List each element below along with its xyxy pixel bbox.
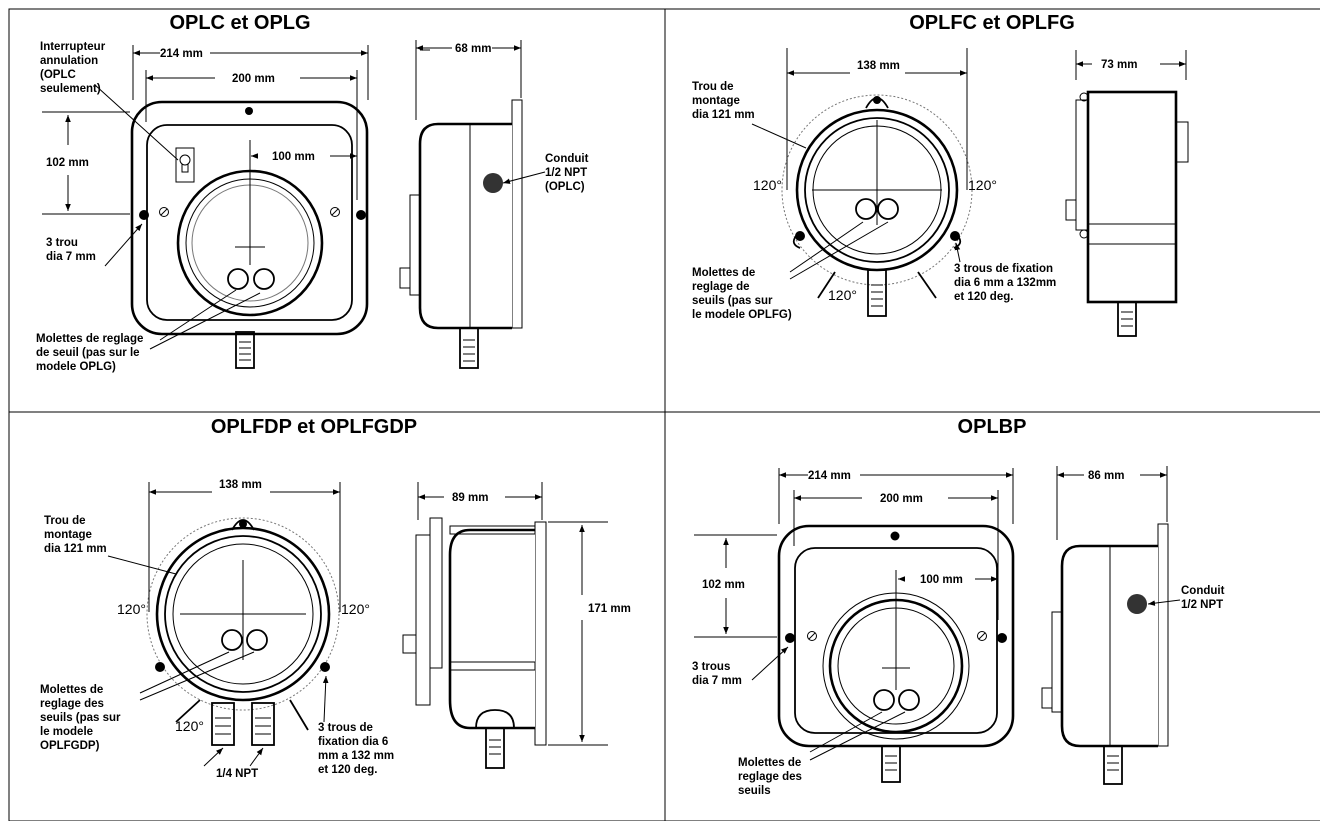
oplfc-front-view	[781, 94, 973, 317]
oplc-callouts: Interrupteur annulation (OPLC seulement)…	[36, 41, 592, 373]
oplc-dim-102: 102 mm	[46, 157, 89, 169]
oplfdp-npt-label: 1/4 NPT	[216, 768, 258, 780]
panel-grid	[8, 8, 1320, 821]
oplfc-dim-138: 138 mm	[857, 60, 900, 72]
oplfdp-front-view	[146, 517, 340, 746]
oplbp-callouts: Conduit 1/2 NPT 3 trous dia 7 mm Molette…	[692, 585, 1228, 797]
oplfdp-mount-label: Trou de montage dia 121 mm	[44, 515, 107, 555]
oplbp-dimensions: 214 mm 200 mm 102 mm 100 mm 86 mm	[694, 466, 1168, 638]
oplfdp-dim-171: 171 mm	[588, 603, 631, 615]
oplfc-dimensions: 138 mm 73 mm 120° 120° 120°	[753, 48, 1187, 303]
oplfc-angle-left: 120°	[753, 177, 782, 193]
oplc-front-view	[130, 100, 369, 369]
oplfdp-dimensions: 138 mm 89 mm 171 mm 120° 120° 120°	[117, 479, 631, 746]
oplbp-hole-label: 3 trous dia 7 mm	[692, 661, 742, 687]
oplfc-mount-label: Trou de montage dia 121 mm	[692, 81, 755, 121]
oplbp-dim-86: 86 mm	[1088, 470, 1124, 482]
oplfdp-dim-89: 89 mm	[452, 492, 488, 504]
oplfdp-dim-138: 138 mm	[219, 479, 262, 491]
oplc-dim-68: 68 mm	[455, 43, 491, 55]
oplfc-callouts: Trou de montage dia 121 mm Molettes de r…	[692, 81, 1059, 321]
oplfc-angle-right: 120°	[968, 177, 997, 193]
oplfdp-side-view	[402, 517, 547, 769]
oplc-dim-214: 214 mm	[160, 48, 203, 60]
oplfdp-angle-left: 120°	[117, 601, 146, 617]
panel-oplc: OPLC et OPLG	[36, 12, 592, 373]
oplbp-knob-label: Molettes de reglage des seuils	[738, 757, 805, 797]
oplbp-dim-200: 200 mm	[880, 493, 923, 505]
oplfdp-angle-bottom: 120°	[175, 718, 204, 734]
panel-oplbp-title: OPLBP	[958, 416, 1027, 438]
oplfdp-fix-label: 3 trous de fixation dia 6 mm a 132 mm et…	[318, 722, 397, 776]
panel-oplfdp-title: OPLFDP et OPLFGDP	[211, 416, 417, 438]
oplc-dimensions: 214 mm 200 mm 102 mm 100 mm 68 mm	[42, 40, 522, 215]
oplbp-side-view	[1041, 523, 1169, 785]
oplfc-dim-73: 73 mm	[1101, 59, 1137, 71]
oplc-dim-200: 200 mm	[232, 73, 275, 85]
oplc-dim-100: 100 mm	[272, 151, 315, 163]
oplbp-conduit-label: Conduit 1/2 NPT	[1181, 585, 1228, 611]
oplbp-dim-102: 102 mm	[702, 579, 745, 591]
oplbp-dim-100: 100 mm	[920, 574, 963, 586]
oplbp-front-view	[777, 524, 1015, 783]
oplfc-knob-label: Molettes de reglage de seuils (pas sur l…	[692, 267, 792, 321]
panel-oplfc: OPLFC et OPLFG	[692, 12, 1189, 337]
oplc-switch-label: Interrupteur annulation (OPLC seulement)	[40, 41, 108, 95]
oplc-side-view	[399, 99, 523, 369]
oplfdp-callouts: Trou de montage dia 121 mm Molettes de r…	[40, 515, 397, 780]
panel-oplfdp: OPLFDP et OPLFGDP	[40, 416, 631, 780]
oplc-hole-label: 3 trou dia 7 mm	[46, 237, 96, 263]
panel-oplfc-title: OPLFC et OPLFG	[909, 12, 1075, 34]
oplbp-dim-214: 214 mm	[808, 470, 851, 482]
oplc-conduit-label: Conduit 1/2 NPT (OPLC)	[545, 153, 592, 193]
oplc-knob-label: Molettes de reglage de seuil (pas sur le…	[36, 333, 147, 373]
panel-oplbp: OPLBP	[692, 416, 1228, 797]
oplfdp-angle-right: 120°	[341, 601, 370, 617]
oplfc-side-view	[1065, 90, 1189, 337]
oplfc-angle-bottom: 120°	[828, 287, 857, 303]
panel-oplc-title: OPLC et OPLG	[169, 12, 310, 34]
oplfdp-knob-label: Molettes de reglage des seuils (pas sur …	[40, 684, 124, 752]
oplfc-fix-label: 3 trous de fixation dia 6 mm a 132mm et …	[954, 263, 1059, 303]
